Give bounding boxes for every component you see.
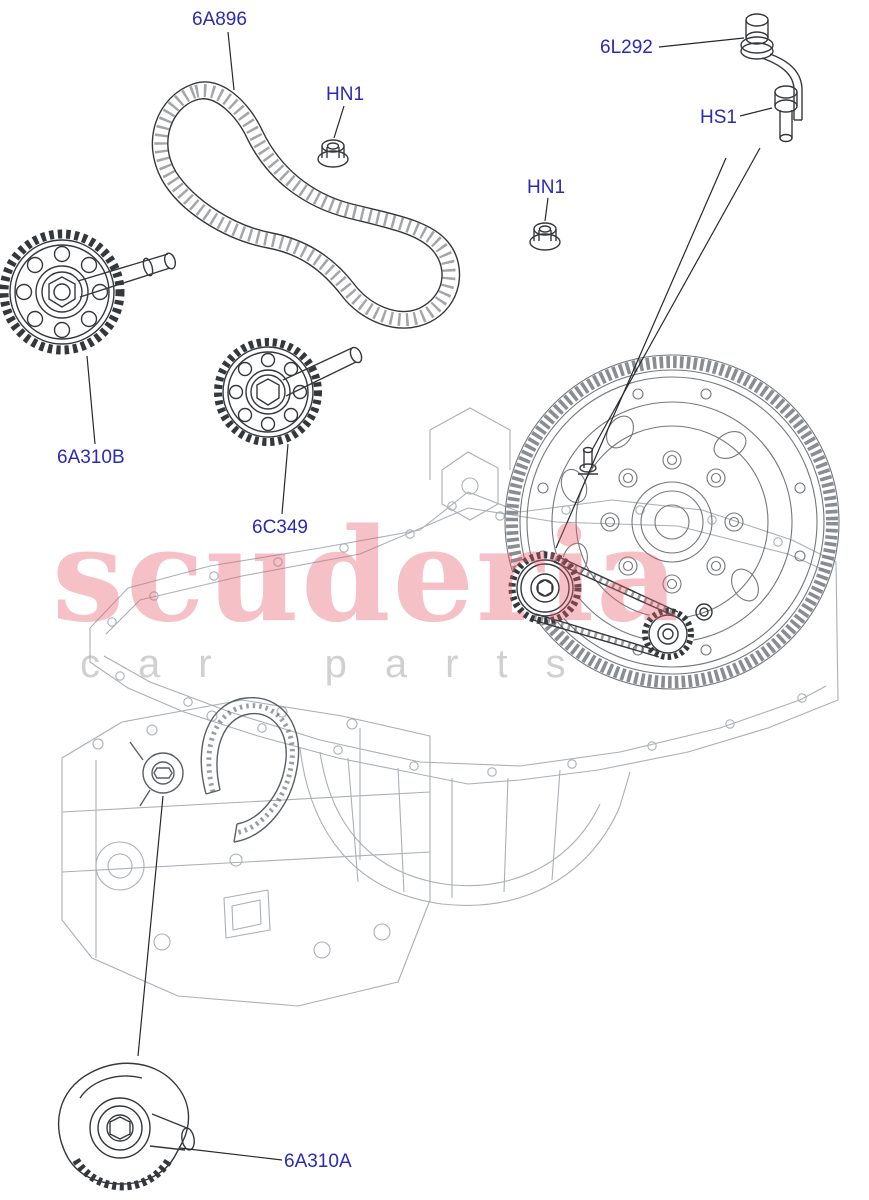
bolt-hs1-drawing <box>774 85 798 143</box>
oil-jet-6l292-drawing <box>740 13 803 121</box>
part-label-hn1-middle[interactable]: HN1 <box>527 177 566 198</box>
part-label-hn1-upper[interactable]: HN1 <box>326 84 365 105</box>
balance-chain-drawing <box>508 551 713 660</box>
sprocket-6a310b-drawing <box>0 229 177 355</box>
nut-hn1-middle-drawing <box>529 222 561 251</box>
part-label-6l292[interactable]: 6L292 <box>600 37 653 58</box>
part-label-hs1[interactable]: HS1 <box>700 107 737 128</box>
featured-parts <box>0 13 803 1191</box>
tensioner-in-situ-drawing <box>129 697 300 843</box>
oil-pan-drawing <box>61 407 839 1007</box>
flywheel-stud-drawing <box>578 446 598 475</box>
part-label-6a310a[interactable]: 6A310A <box>284 1151 352 1172</box>
tensioner-6a310a-drawing <box>57 1062 195 1191</box>
part-label-6a310b[interactable]: 6A310B <box>57 447 125 468</box>
part-label-6c349[interactable]: 6C349 <box>252 517 308 538</box>
part-label-6a896[interactable]: 6A896 <box>192 9 247 30</box>
sprocket-6c349-drawing <box>214 338 363 446</box>
timing-chain-drawing <box>151 81 461 329</box>
leader-lines <box>86 31 773 1161</box>
nut-hn1-upper-drawing <box>317 139 349 168</box>
